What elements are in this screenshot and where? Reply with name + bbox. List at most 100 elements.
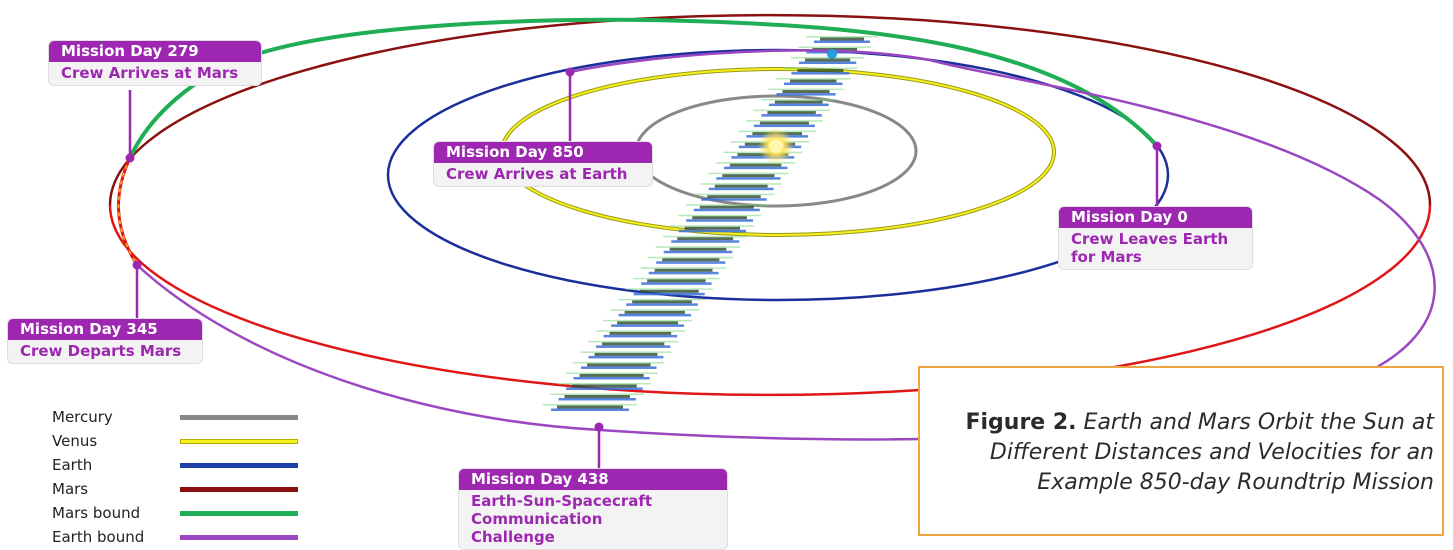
beam-dash [768,103,829,107]
beam-dash [797,69,844,73]
beam-dash [572,384,637,388]
callout-day438-text: Earth-Sun-Spacecraft Communication Chall… [471,492,653,546]
beam-dash [611,324,685,327]
beam-dash [550,393,644,395]
beam-dash [655,246,741,248]
beam-dash [775,78,851,80]
callout-day850-day: Mission Day 850 [434,142,652,163]
figure-label: Figure 2. [965,410,1077,435]
beam-dash [581,366,657,369]
beam-dash [587,363,651,367]
beam-dash [624,310,685,314]
beam-dash [700,183,782,185]
beam-dash [789,79,837,83]
beam-dash [745,120,823,122]
mars-orbit-far [108,13,1432,206]
beam-dash [617,321,679,325]
beam-dash [768,88,844,91]
beam-dash [804,58,851,62]
beam-dash [684,226,741,230]
beam-dash [678,214,761,217]
legend-label: Mars bound [52,504,141,522]
callout-day0-day: Mission Day 0 [1059,207,1252,228]
beam-dash [565,372,658,374]
beam-dash [760,99,837,101]
earth-position [827,49,837,59]
beam-dash [798,46,872,49]
legend-swatch [180,511,298,516]
beam-dash [609,331,672,335]
beam-dash [656,261,726,264]
beam-dash [594,352,658,356]
beam-dash [557,405,623,409]
beam-dash [783,67,858,70]
beam-dash [654,268,713,272]
beam-dash [632,300,692,304]
callout-day438: Mission Day 438 Earth-Sun-Spacecraft Com… [458,468,728,550]
callout-day279: Mission Day 279 Crew Arrives at Mars [48,40,262,86]
beam-dash [753,109,830,112]
callout-day345: Mission Day 345 Crew Departs Mars [7,318,203,364]
beam-dash [723,166,788,170]
beam-dash [662,258,720,262]
beam-dash [625,288,713,290]
figure-caption-text: Earth and Mars Orbit the Sun at Differen… [989,410,1434,495]
beam-dash [618,298,706,301]
beam-dash [759,121,809,125]
figure-caption-box: Figure 2. Earth and Mars Orbit the Sun a… [918,366,1444,536]
beam-dash [603,334,678,338]
legend-item: Mercury [52,406,312,430]
mars-bound-trajectory [128,17,1159,159]
beam-dash [641,282,712,285]
beam-dash [701,198,767,201]
beam-dash [610,309,699,311]
legend-item: Earth bound [52,526,312,550]
legend-label: Mercury [52,408,113,426]
beam-dash [678,229,747,233]
beam-dash [693,193,775,196]
callout-day279-text: Crew Arrives at Mars [61,64,239,82]
legend-swatch [180,439,298,444]
beam-dash [648,256,734,259]
legend-item: Earth [52,454,312,478]
beam-dash [663,235,748,238]
beam-dash [729,163,782,167]
beam-dash [588,340,679,343]
legend-swatch [180,463,298,468]
callout-day279-day: Mission Day 279 [49,41,261,62]
beam-dash [685,204,768,206]
beam-dash [707,195,761,199]
earth-bound-trajectory [136,49,1436,441]
beam-dash [716,177,781,180]
legend-label: Mars [52,480,89,498]
beam-dash [671,240,740,243]
beam-dash [573,361,665,364]
beam-dash [588,355,664,359]
beam-dash [767,111,816,115]
beam-dash [708,187,774,191]
beam-dash [639,289,699,293]
beam-dash [791,72,850,75]
beam-dash [602,342,665,346]
legend-swatch [180,415,298,420]
beam-dash [596,345,671,348]
beam-dash [558,382,651,385]
legend-swatch [180,487,298,492]
beam-dash [774,100,823,104]
callout-day345-text: Crew Departs Mars [20,342,182,360]
beam-dash [693,208,760,212]
mars-stay-segment [116,157,139,266]
callout-day850: Mission Day 850 Crew Arrives at Earth [433,141,653,187]
beam-dash [814,40,870,43]
beam-dash [677,237,734,241]
beam-dash [776,93,836,96]
beam-dash [812,48,858,52]
beam-dash [669,247,727,251]
beam-dash [595,330,686,332]
beam-dash [783,82,843,86]
legend-item: Mars [52,478,312,502]
beam-dash [648,271,719,275]
mars-stay-dash [117,157,138,266]
beam-dash [670,225,755,227]
